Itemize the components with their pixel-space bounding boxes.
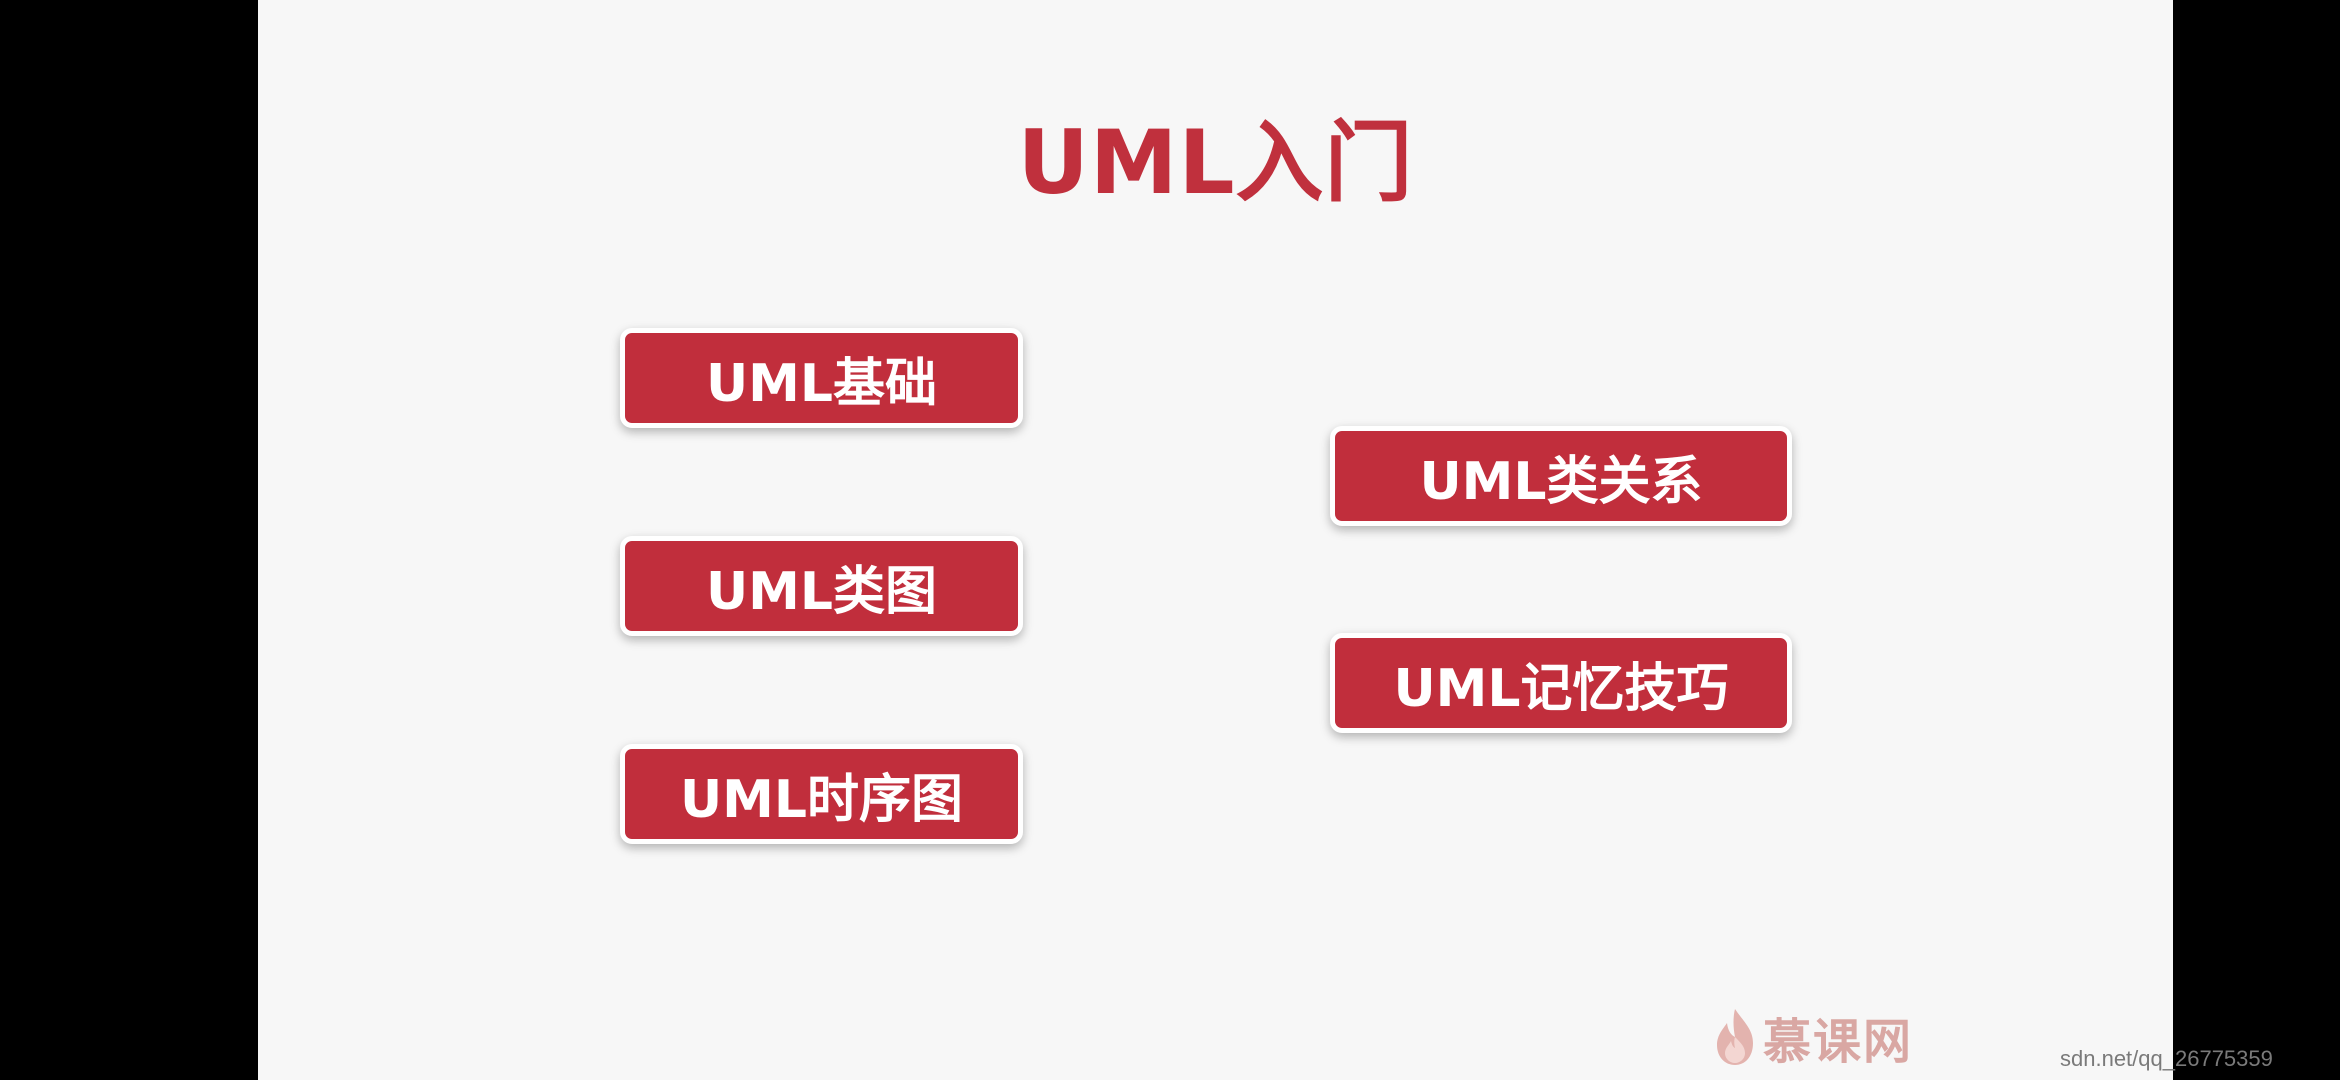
slide: UML入门 UML基础 UML类图 UML时序图 UML类关系 UML记忆技巧 [258, 0, 2173, 1080]
watermark-url: sdn.net/qq_26775359 [2060, 1046, 2273, 1071]
topic-button-uml-class-diagram[interactable]: UML类图 [620, 536, 1023, 636]
brand-name: 慕课网 [1763, 1014, 1914, 1070]
topic-button-uml-basics[interactable]: UML基础 [620, 328, 1023, 428]
slide-title: UML入门 [1017, 111, 1414, 214]
brand-watermark: 慕课网 [1713, 1002, 2340, 1072]
flame-icon [1717, 1009, 1753, 1065]
topic-button-uml-memory-tips[interactable]: UML记忆技巧 [1330, 633, 1792, 733]
topic-button-uml-class-relations[interactable]: UML类关系 [1330, 426, 1792, 526]
topic-button-uml-sequence-diagram[interactable]: UML时序图 [620, 744, 1023, 844]
